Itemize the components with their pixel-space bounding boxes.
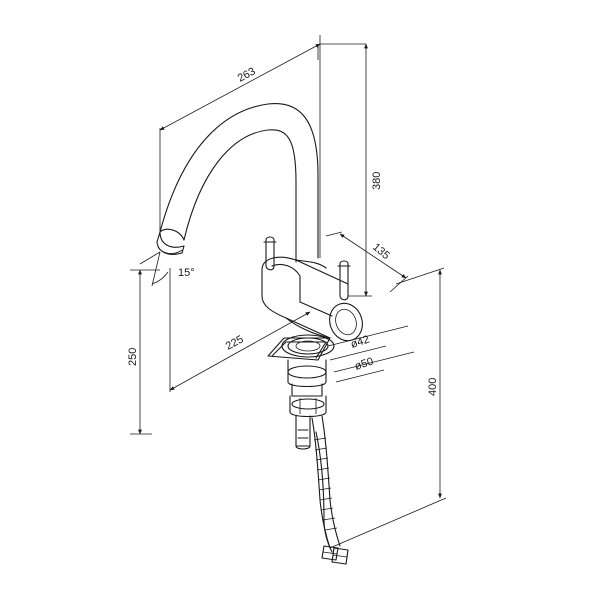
label-263: 263 (236, 65, 258, 84)
dimension-400: 400 (329, 267, 447, 549)
dimension-135: 135 (325, 231, 409, 293)
label-250: 250 (127, 348, 139, 366)
left-handle (263, 236, 277, 271)
dimension-380: 380 (320, 43, 383, 297)
label-angle-15: 15° (178, 267, 195, 279)
dimension-250: 250 (127, 269, 160, 435)
faucet-body (261, 35, 363, 342)
supply-hoses (311, 415, 349, 565)
faucet-spout (156, 102, 319, 263)
right-handle (337, 260, 351, 301)
label-380: 380 (371, 172, 383, 190)
label-400: 400 (427, 378, 439, 396)
dimension-diam-50: ø50 (333, 351, 415, 383)
dimension-angle-15: 15° (139, 251, 195, 287)
label-diam-42: ø42 (349, 334, 371, 351)
label-diam-50: ø50 (353, 356, 375, 373)
label-135: 135 (370, 241, 392, 262)
dimension-diam-42: ø42 (327, 325, 409, 361)
